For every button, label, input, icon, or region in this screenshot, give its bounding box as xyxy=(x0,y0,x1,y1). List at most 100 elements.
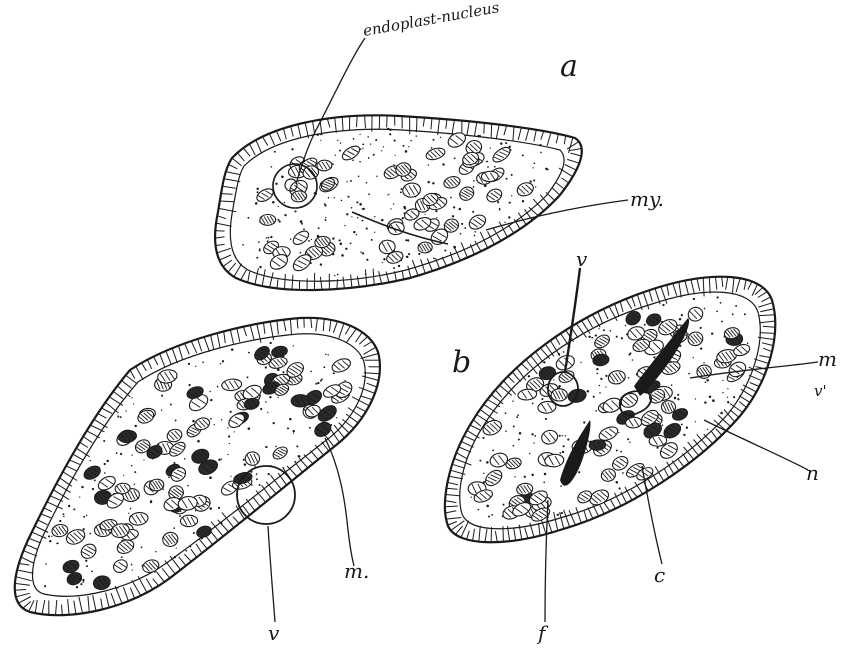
chlorophyll-body xyxy=(312,419,333,439)
granule xyxy=(625,325,627,327)
cilium xyxy=(691,280,695,295)
granule xyxy=(189,546,191,548)
cilium xyxy=(42,600,45,614)
granule xyxy=(227,454,228,455)
granule xyxy=(513,445,515,447)
cilium xyxy=(68,599,70,615)
granule xyxy=(350,243,352,245)
granule xyxy=(711,333,713,335)
granule xyxy=(727,401,729,403)
cilium xyxy=(652,474,658,485)
granule xyxy=(599,392,601,394)
cilium xyxy=(546,192,555,200)
granule xyxy=(79,496,80,497)
cilium xyxy=(739,396,750,403)
cilium xyxy=(361,396,372,400)
granule xyxy=(716,310,718,312)
granule xyxy=(543,361,545,363)
granule xyxy=(131,455,132,456)
granule xyxy=(128,513,129,514)
granule xyxy=(512,401,513,402)
granule xyxy=(621,337,623,339)
granule xyxy=(629,441,630,442)
granule xyxy=(522,200,524,202)
granule xyxy=(473,180,475,182)
cilium xyxy=(115,586,122,604)
granule xyxy=(184,458,186,460)
granule xyxy=(353,231,355,233)
granule xyxy=(578,471,580,473)
granule xyxy=(460,233,462,235)
granule xyxy=(265,446,267,448)
cilium xyxy=(185,343,189,354)
granule xyxy=(82,581,83,582)
granule xyxy=(371,239,373,241)
granule xyxy=(516,416,518,418)
cilium xyxy=(473,529,475,541)
chlorophyll-body xyxy=(316,403,339,425)
granule xyxy=(176,548,177,549)
granule xyxy=(511,174,513,176)
granule xyxy=(256,188,258,190)
chlorophyll-body xyxy=(483,467,505,488)
granule xyxy=(173,462,175,464)
cilium xyxy=(569,510,576,525)
granule xyxy=(92,488,94,490)
granule xyxy=(622,472,624,474)
cilium xyxy=(270,272,274,287)
cilium xyxy=(327,119,330,128)
granule xyxy=(106,460,108,462)
cilium xyxy=(525,528,528,539)
cilium xyxy=(716,277,717,290)
chlorophyll-body xyxy=(78,541,98,561)
cilium xyxy=(495,531,497,542)
cilium xyxy=(285,274,286,289)
granule xyxy=(51,536,52,537)
granule xyxy=(320,140,321,141)
granule xyxy=(591,337,593,339)
chlorophyll-body xyxy=(662,401,676,414)
granule xyxy=(453,206,455,208)
granule xyxy=(170,404,172,406)
granule xyxy=(308,240,310,242)
pointer-m-left xyxy=(325,438,354,566)
granule xyxy=(453,246,456,249)
cilium xyxy=(246,499,255,511)
cilium xyxy=(446,495,460,496)
granule xyxy=(620,451,622,453)
cilium xyxy=(467,531,470,540)
granule xyxy=(365,273,366,274)
granule xyxy=(218,459,220,461)
granule xyxy=(362,148,363,149)
granule xyxy=(681,423,683,425)
granule xyxy=(258,241,260,243)
cilium xyxy=(162,568,170,578)
chlorophyll-body xyxy=(291,228,311,247)
granule xyxy=(695,421,696,422)
pointer-my xyxy=(486,200,628,230)
granule xyxy=(195,366,196,367)
label-my: my. xyxy=(630,187,664,211)
cilium xyxy=(123,587,128,601)
granule xyxy=(317,382,319,384)
cilium xyxy=(224,179,240,182)
cilium xyxy=(329,320,331,332)
cilium xyxy=(172,348,177,363)
cilium xyxy=(513,127,514,141)
cilium xyxy=(335,118,337,133)
granule xyxy=(703,362,704,363)
chlorophyll-body xyxy=(540,429,559,446)
cilium xyxy=(249,144,255,155)
cilium xyxy=(232,158,242,166)
granule xyxy=(505,431,507,433)
granule xyxy=(290,238,292,240)
cilium xyxy=(367,383,377,387)
granule xyxy=(86,515,88,517)
granule xyxy=(362,144,364,146)
granule xyxy=(407,239,409,241)
granule xyxy=(700,327,701,328)
chlorophyll-body xyxy=(166,427,184,443)
granule xyxy=(394,155,395,156)
granule xyxy=(405,150,408,153)
granule xyxy=(733,396,735,398)
